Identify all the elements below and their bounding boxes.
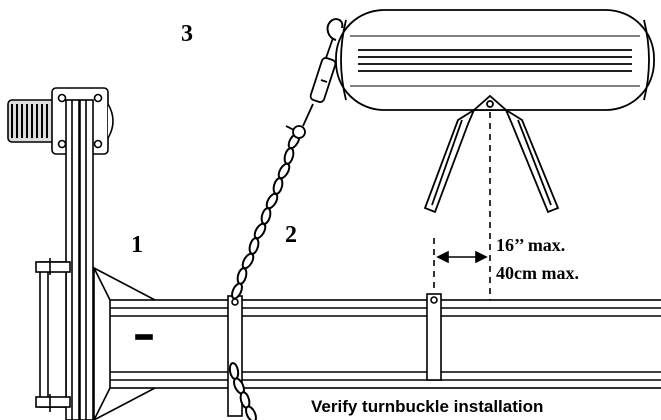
label-three: 3 (181, 21, 193, 47)
hook-icon (326, 18, 344, 41)
label-two: 2 (285, 222, 297, 248)
tire-icon (335, 9, 655, 111)
distance-inches-label: 16’’ max. (496, 235, 565, 255)
mast-icon (35, 99, 94, 420)
safety-chain-icon (228, 132, 301, 420)
turnbuckle-icon (285, 37, 337, 139)
trailer-frame-beam-icon (109, 299, 661, 389)
measurement-indicator (433, 112, 491, 300)
winch-spool-icon (7, 87, 114, 155)
caption-verify-turnbuckle: Verify turnbuckle installation (311, 397, 543, 416)
tire-stand-icon (423, 94, 560, 214)
clamp-bracket-icon-right (426, 293, 442, 381)
distance-centimeters-label: 40cm max. (496, 263, 579, 283)
label-one: 1 (131, 232, 143, 258)
